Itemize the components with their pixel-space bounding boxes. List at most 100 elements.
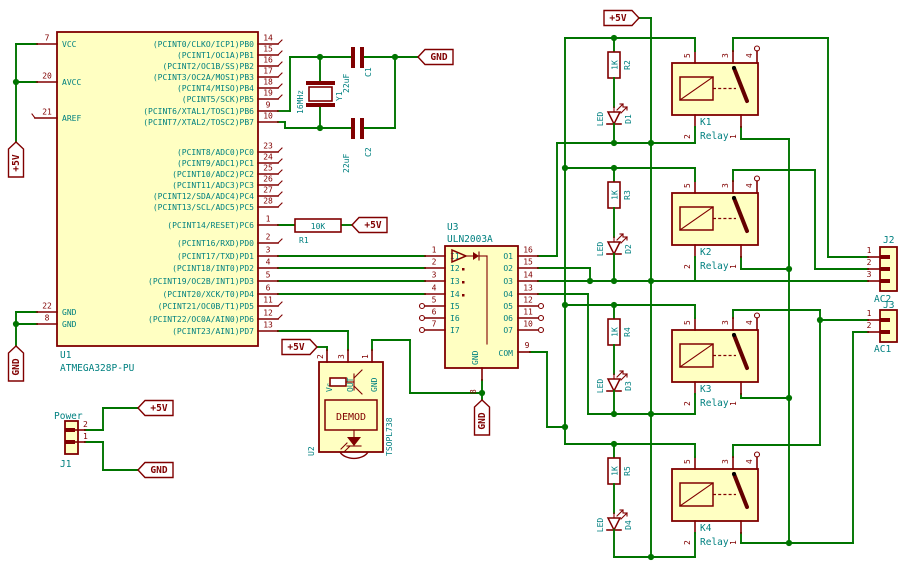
crystal-plate (306, 81, 335, 85)
u3-value: ULN2003A (447, 234, 493, 245)
relay-pin-number: 1 (729, 540, 738, 545)
no-connect-hook (277, 169, 283, 175)
u3-input-name: I5 (450, 302, 460, 311)
u3-output-name: O5 (503, 302, 513, 311)
no-connect-hook (277, 39, 283, 45)
u1-pin-number: 26 (263, 175, 273, 184)
relay-reference: K4 (700, 523, 712, 534)
u1-pin-name: GND (62, 320, 77, 329)
u1-pin-number: 14 (263, 34, 273, 43)
armature-pivot (732, 66, 736, 70)
u1-pin-name: (PCINT0/CLKO/ICP1)PB0 (153, 40, 254, 49)
relay-pin-number: 1 (729, 264, 738, 269)
u1-pin-number: 16 (263, 56, 273, 65)
u1-reference: U1 (60, 350, 72, 361)
u2-pin-name: Vs (325, 382, 334, 392)
u3-pin-number: 3 (432, 271, 437, 280)
j1-pin-number: 1 (83, 432, 88, 441)
u1-pin-name: (PCINT6/XTAL1/TOSC1)PB6 (143, 107, 254, 116)
relay-armature (732, 333, 749, 370)
j1-reference: J1 (60, 459, 72, 470)
led-label: LED (596, 379, 605, 394)
no-connect-hook (277, 314, 283, 320)
no-connect-icon (418, 302, 426, 310)
u3-pin-number: 14 (523, 271, 533, 280)
junction-dot (561, 164, 569, 172)
relay-pin-number: 4 (745, 459, 754, 464)
u3-input-name: I7 (450, 326, 460, 335)
j2-reference: J2 (883, 235, 894, 246)
u1-pin-name: (PCINT7/XTAL2/TOSC2)PB7 (143, 118, 254, 127)
component-u3-uln2003a[interactable]: I11O116I22O215I33O314I44O413I55O512I66O6… (418, 222, 545, 394)
wires[interactable] (15, 17, 881, 558)
power-flag-label: GND (150, 465, 167, 476)
u1-pin-number: 9 (266, 101, 271, 110)
junction-dot (316, 53, 324, 61)
junction-dots (12, 34, 824, 561)
u1-pin-number: 8 (45, 314, 50, 323)
u3-pin-number: 12 (523, 296, 533, 305)
no-connect-hook (31, 113, 36, 119)
junction-dot (610, 410, 618, 418)
u1-pin-number: 7 (45, 34, 50, 43)
junction-dot (478, 389, 486, 397)
junction-dot (12, 320, 20, 328)
armature-pivot (732, 472, 736, 476)
u1-pin-name: (PCINT13/SCL/ADC5)PC5 (153, 203, 254, 212)
coil-diagonal (679, 482, 714, 507)
j2-pin-number: 1 (867, 246, 872, 255)
component-u1-atmega328p[interactable]: (PCINT0/CLKO/ICP1)PB0 14 (PCINT1/OC1A)PB1 1… (31, 31, 283, 374)
junction-dot (610, 277, 618, 285)
u1-pin-number: 2 (266, 233, 271, 242)
u1-pin-name: (PCINT1/OC1A)PB1 (177, 51, 254, 60)
junction-dot (785, 539, 793, 547)
u3-pin-number: 15 (523, 258, 533, 267)
u1-pin-number: 4 (266, 258, 271, 267)
resistor-reference: R4 (623, 327, 632, 337)
j1-pad (65, 440, 75, 444)
u1-pin-name: (PCINT23/AIN1)PD7 (172, 327, 254, 336)
led-reference: D1 (624, 114, 633, 124)
u3-pin-number: 7 (432, 320, 437, 329)
resistor-value: 1K (611, 466, 620, 476)
channel-mark (462, 281, 465, 284)
led-reference: D2 (624, 244, 633, 254)
power-flag-shape (351, 216, 388, 234)
relay-pin-number: 1 (729, 134, 738, 139)
no-connect-icon (537, 326, 545, 334)
u1-pin-number: 20 (42, 72, 52, 81)
led-icon (606, 241, 622, 256)
u3-pin-number: 10 (523, 320, 533, 329)
capacitor-plate (351, 47, 355, 68)
capacitor-plate (351, 118, 355, 139)
u3-input-name: I1 (450, 252, 460, 261)
u1-pin-number: 24 (263, 153, 273, 162)
relay-pin-number: 3 (721, 320, 730, 325)
j2-pin-number: 2 (867, 258, 872, 267)
no-connect-hook (277, 72, 283, 78)
u1-pin-name: AVCC (62, 78, 81, 87)
no-connect-icon (418, 326, 426, 334)
relay-pin-number: 2 (683, 540, 692, 545)
u1-pin-name: (PCINT2/OC1B/SS)PB2 (162, 62, 254, 71)
no-connect-icon (753, 45, 761, 52)
u1-pin-name: (PCINT16/RXD)PD0 (177, 239, 254, 248)
relay-value: Relay (700, 261, 729, 272)
capacitor-plate (360, 47, 364, 68)
u1-body (56, 31, 259, 347)
led-arrow-icon (620, 512, 628, 520)
power-flag-label: GND (430, 52, 447, 63)
u2-reference: U2 (307, 446, 316, 456)
